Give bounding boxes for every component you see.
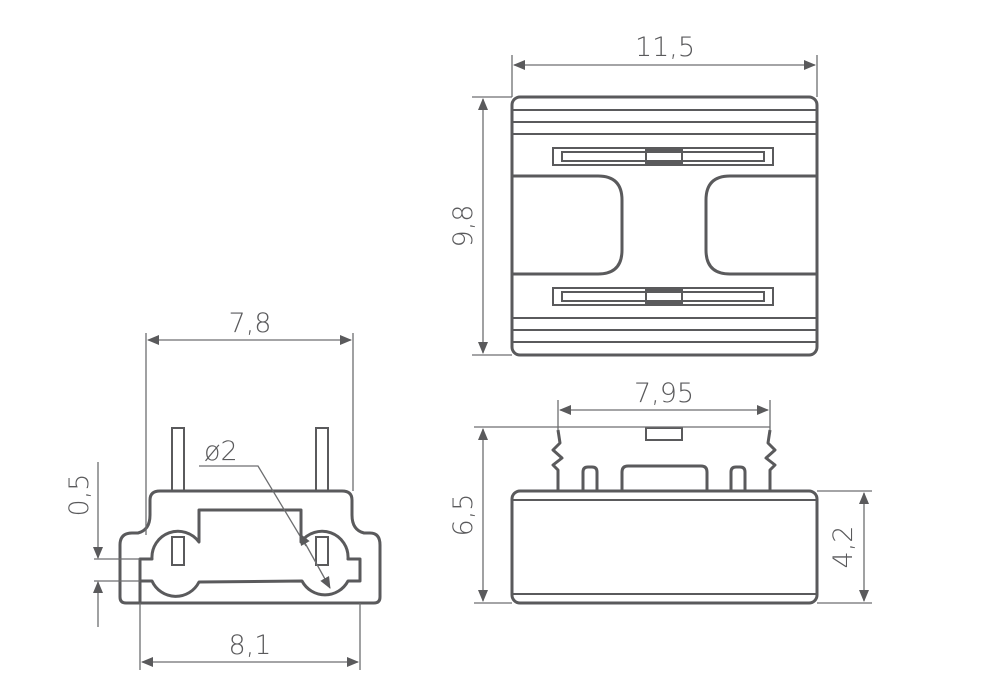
side-view: 7,8 8,1 0,5 ø2: [64, 308, 382, 670]
dim-label-total-height: 6,5: [448, 494, 479, 537]
dim-label-offset: 0,5: [64, 474, 95, 517]
dim-label-pin-span: 7,95: [634, 378, 694, 409]
top-view: 11,5 9,8: [448, 32, 819, 357]
dim-label-body-height: 4,2: [828, 526, 859, 569]
dim-label-base-width: 8,1: [229, 630, 272, 661]
dim-label-side-width: 7,8: [229, 308, 272, 339]
dim-label-top-height: 9,8: [448, 205, 479, 248]
dim-label-top-width: 11,5: [635, 32, 695, 63]
front-view: 7,95 6,5 4,2: [448, 378, 872, 605]
dim-label-hole-diameter: ø2: [204, 436, 238, 467]
